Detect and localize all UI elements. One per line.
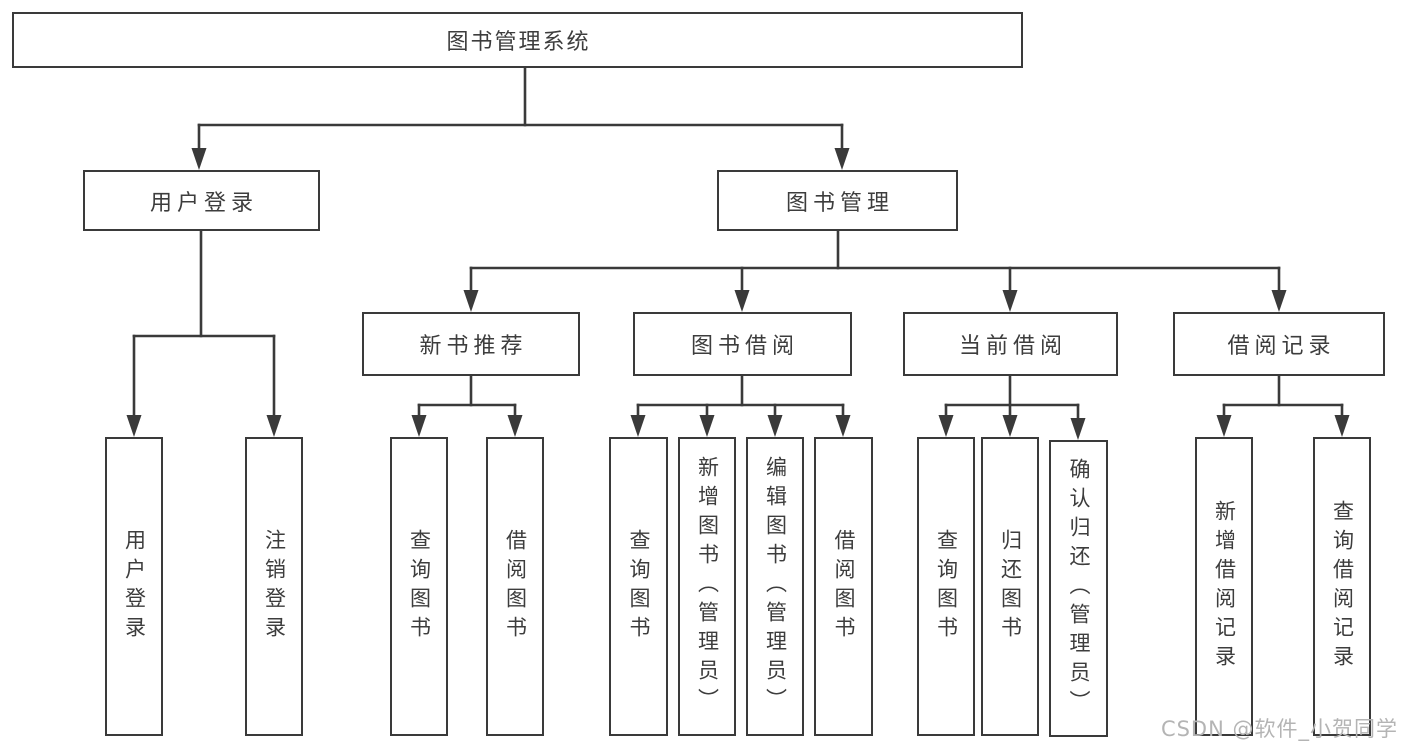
node-borrow-records-label: 借阅记录 — [1227, 334, 1336, 359]
leaf-return-books-label: 归还图书 — [998, 528, 1023, 645]
leaf-confirm-return-admin: 确认归还（管理员） — [1049, 440, 1108, 737]
leaf-confirm-return-admin-label: 确认归还（管理员） — [1067, 458, 1091, 719]
node-new-book-recommend-label: 新书推荐 — [419, 334, 528, 359]
leaf-query-books-1: 查询图书 — [390, 437, 448, 736]
node-current-borrow-label: 当前借阅 — [958, 334, 1067, 359]
node-borrow-records: 借阅记录 — [1173, 312, 1385, 376]
leaf-query-books-1-label: 查询图书 — [407, 528, 432, 645]
leaf-edit-book-admin-label: 编辑图书（管理员） — [763, 456, 788, 717]
leaf-user-login: 用户登录 — [105, 437, 163, 736]
node-book-management-label: 图书管理 — [785, 190, 894, 216]
leaf-query-books-3: 查询图书 — [917, 437, 975, 736]
leaf-query-books-2-label: 查询图书 — [627, 528, 651, 645]
node-book-borrow-label: 图书借阅 — [690, 334, 799, 359]
node-current-borrow: 当前借阅 — [903, 312, 1118, 376]
leaf-edit-book-admin: 编辑图书（管理员） — [746, 437, 804, 736]
leaf-add-borrow-record-label: 新增借阅记录 — [1212, 499, 1237, 674]
node-new-book-recommend: 新书推荐 — [362, 312, 580, 376]
leaf-add-borrow-record: 新增借阅记录 — [1195, 437, 1253, 736]
leaf-add-book-admin-label: 新增图书（管理员） — [695, 456, 720, 717]
leaf-query-books-3-label: 查询图书 — [934, 528, 959, 645]
node-user-login-label: 用户登录 — [149, 190, 258, 216]
csdn-watermark: CSDN @软件_小贺同学 — [1160, 717, 1398, 741]
leaf-borrow-books-2-label: 借阅图书 — [832, 528, 856, 645]
leaf-query-borrow-record: 查询借阅记录 — [1313, 437, 1371, 736]
leaf-logout: 注销登录 — [245, 437, 303, 736]
leaf-borrow-books-2: 借阅图书 — [814, 437, 873, 736]
node-user-login: 用户登录 — [83, 170, 320, 231]
leaf-logout-label: 注销登录 — [262, 528, 287, 645]
node-book-management: 图书管理 — [717, 170, 958, 231]
leaf-query-borrow-record-label: 查询借阅记录 — [1330, 499, 1355, 674]
leaf-return-books: 归还图书 — [981, 437, 1039, 736]
leaf-borrow-books-1-label: 借阅图书 — [503, 528, 528, 645]
leaf-query-books-2: 查询图书 — [609, 437, 668, 736]
leaf-user-login-label: 用户登录 — [122, 528, 147, 645]
leaf-borrow-books-1: 借阅图书 — [486, 437, 544, 736]
node-book-borrow: 图书借阅 — [633, 312, 852, 376]
node-root: 图书管理系统 — [12, 12, 1023, 68]
leaf-add-book-admin: 新增图书（管理员） — [678, 437, 736, 736]
node-root-label: 图书管理系统 — [446, 30, 591, 55]
